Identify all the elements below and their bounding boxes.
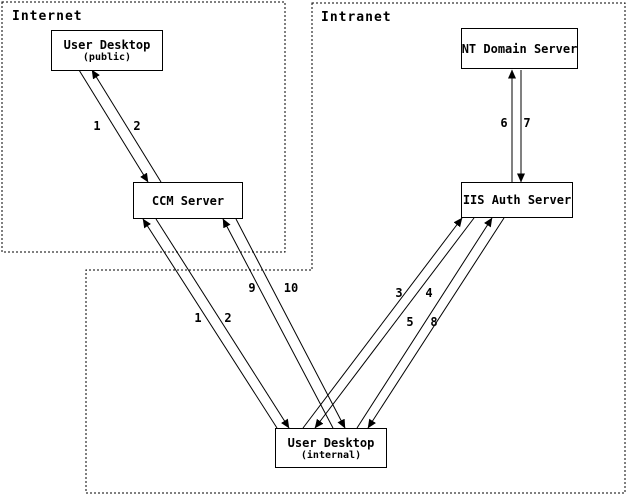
node-user-desktop-internal: User Desktop (internal) [275, 428, 387, 468]
intranet-zone-label: Intranet [321, 10, 392, 25]
node-ccm-server: CCM Server [133, 182, 243, 219]
edge-label-7: 7 [523, 116, 531, 130]
node-sublabel: (internal) [300, 449, 362, 461]
edge-label-6: 6 [500, 116, 508, 130]
edge-10-ccm-to-internal [235, 218, 346, 429]
internet-zone-label: Internet [12, 9, 83, 24]
edge-4-iis-to-internal [314, 217, 475, 429]
edge-label-9: 9 [248, 281, 256, 295]
edge-label-2-internal: 2 [224, 311, 232, 325]
edge-2-ccm-to-public [91, 69, 162, 183]
edge-label-1-public: 1 [93, 119, 101, 133]
edge-label-4: 4 [425, 286, 433, 300]
edge-label-5: 5 [406, 315, 414, 329]
edge-3-internal-to-iis [302, 217, 463, 429]
node-nt-domain-server: NT Domain Server [461, 28, 578, 69]
edge-1-internal-to-ccm [142, 218, 278, 429]
edge-label-8: 8 [430, 315, 438, 329]
node-label: IIS Auth Server [462, 193, 572, 207]
edge-label-10: 10 [283, 281, 299, 295]
internet-zone-border [1, 1, 286, 253]
node-label: User Desktop [63, 38, 151, 52]
node-label: User Desktop [287, 435, 375, 450]
node-user-desktop-public: User Desktop (public) [51, 30, 163, 71]
intranet-zone-border [85, 2, 626, 494]
node-sublabel: (public) [82, 52, 132, 63]
node-iis-auth-server: IIS Auth Server [461, 182, 573, 218]
node-label: NT Domain Server [461, 41, 578, 56]
edge-8-iis-to-internal [367, 217, 505, 429]
node-label: CCM Server [151, 193, 225, 208]
edge-label-2-public: 2 [133, 119, 141, 133]
edge-9-internal-to-ccm [222, 218, 334, 429]
edge-label-3: 3 [395, 286, 403, 300]
edge-label-1-internal: 1 [194, 311, 202, 325]
edge-1-public-to-ccm [78, 69, 149, 183]
edge-2-ccm-to-internal [155, 218, 290, 429]
edge-5-internal-to-iis [356, 217, 493, 429]
